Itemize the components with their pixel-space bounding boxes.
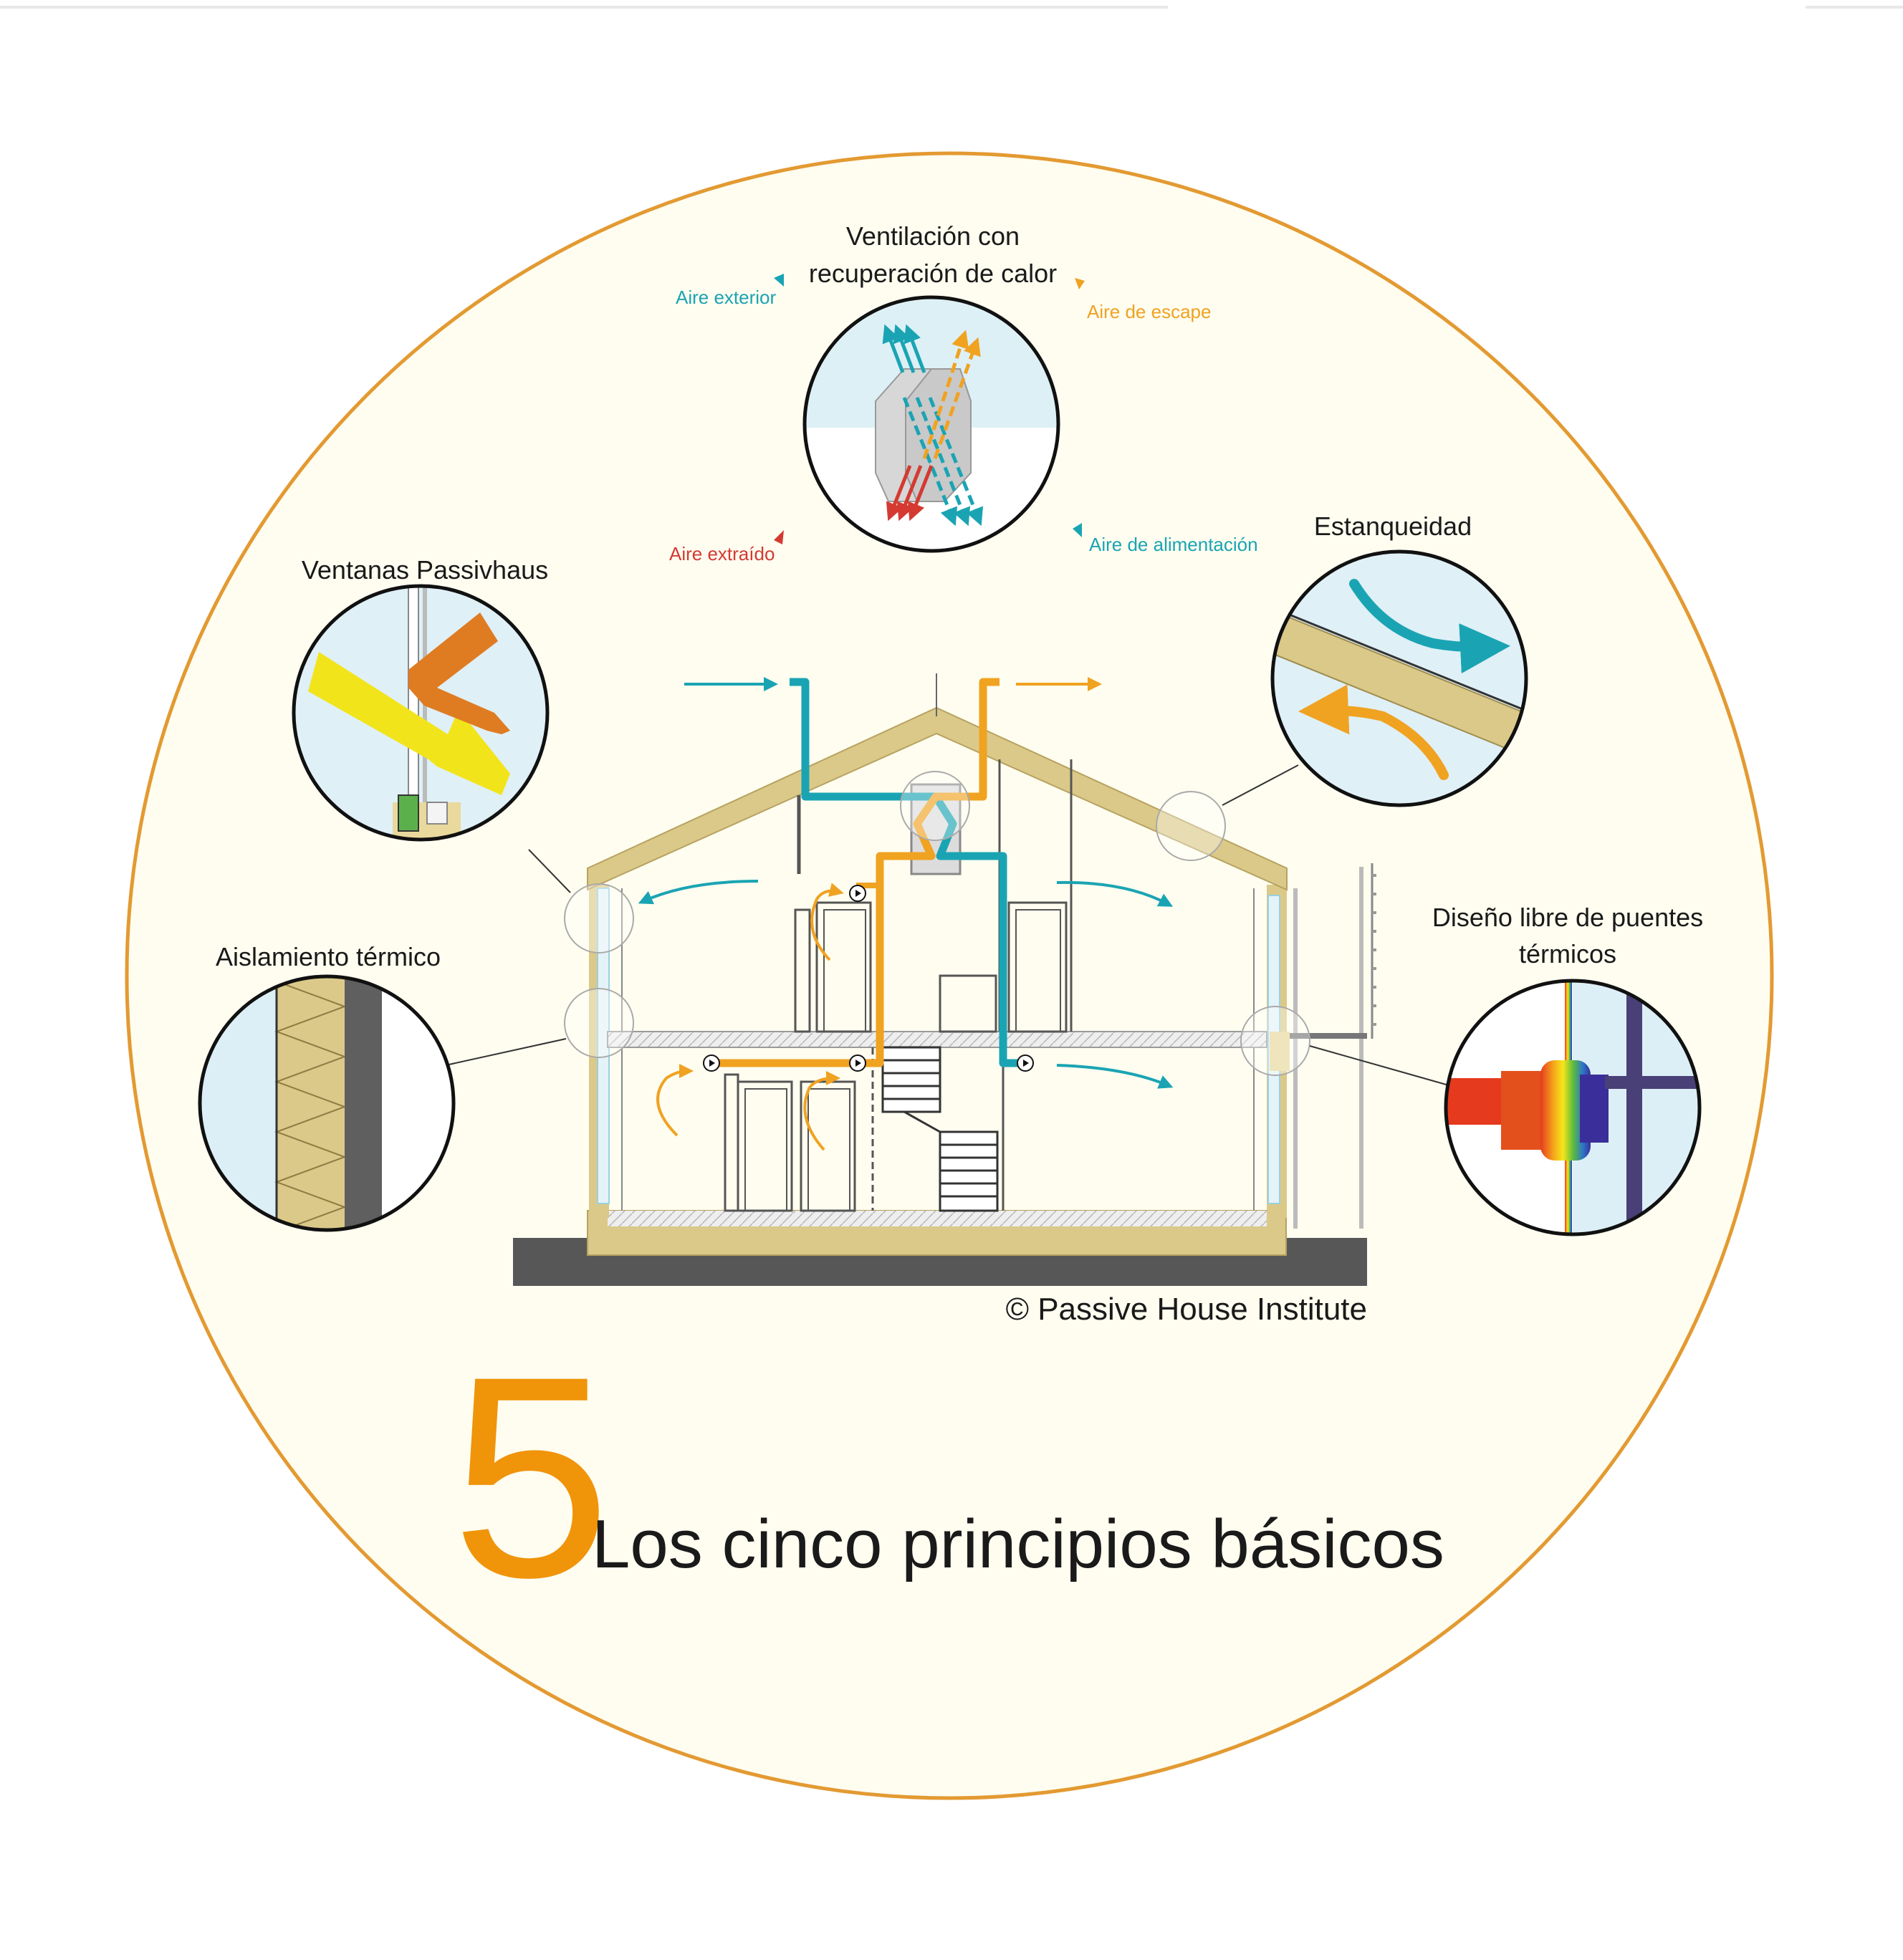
insulation-detail	[198, 974, 456, 1232]
exhaust-air-duct	[716, 678, 1000, 1067]
ventilation-title-line2: recuperación de calor	[809, 259, 1057, 288]
insulation-title: Aislamiento térmico	[216, 942, 441, 971]
extract-air-label: Aire extraído	[669, 543, 775, 565]
ventilation-title-line1: Ventilación con	[846, 221, 1020, 251]
supply-air-label: Aire de alimentación	[1089, 534, 1258, 555]
hrv-detail	[802, 295, 1060, 553]
windows-title: Ventanas Passivhaus	[302, 555, 548, 585]
page-title: Los cinco principios básicos	[592, 1506, 1444, 1582]
outdoor-air-duct	[790, 678, 1020, 1067]
window-detail	[292, 584, 550, 842]
airtightness-title: Estanqueidad	[1314, 511, 1472, 541]
exhaust-air-label: Aire de escape	[1087, 301, 1211, 322]
title-number: 5	[451, 1317, 610, 1637]
outdoor-air-label: Aire exterior	[676, 287, 776, 308]
copyright: © Passive House Institute	[1006, 1292, 1367, 1327]
thermal-bridge-title-line1: Diseño libre de puentes	[1432, 903, 1703, 932]
thermal-bridge-title-line2: térmicos	[1519, 939, 1616, 969]
airtightness-detail	[1270, 549, 1528, 807]
house-section	[513, 673, 1376, 1286]
